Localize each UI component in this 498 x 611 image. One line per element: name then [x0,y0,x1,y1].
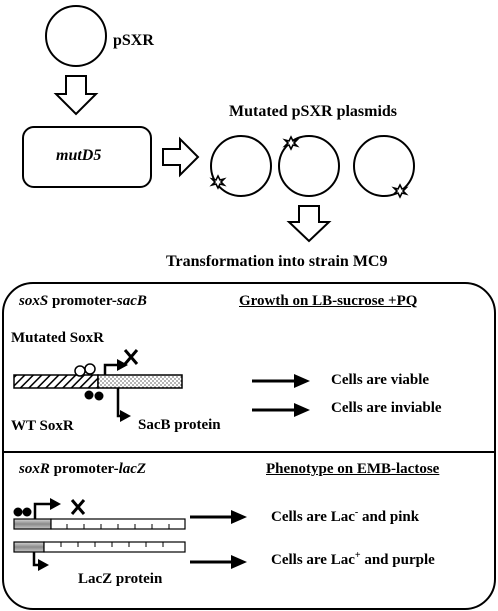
transformation-label: Transformation into strain MC9 [166,253,388,270]
outcome-lac-minus-sup: - [354,507,359,518]
soxr-dimer-lacz-b [22,507,32,517]
lacz-construct-2 [13,541,186,571]
lacz-assay-title: Phenotype on EMB-lactose [266,461,440,477]
outcome-lac-minus-b: and pink [358,509,420,525]
outcome-viable: Cells are viable [331,372,430,388]
results-panel [2,282,496,610]
outcome-lac-plus-b: and purple [360,552,435,568]
sacb-construct [13,349,183,422]
right-arrow-1 [162,136,200,178]
lacz-construct-1 [13,498,186,530]
lacz-gene-segment-2 [43,541,186,553]
promoter-word-lacz: promoter- [49,461,119,477]
down-arrow-2 [286,205,332,243]
mutation-mark-2 [282,135,300,151]
wt-soxr-dimer-a [84,390,94,400]
outcome-lac-plus: Cells are Lac+ and purple [271,550,435,568]
sacb-assay-title: Growth on LB-sucrose +PQ [239,293,418,309]
sacb-gene-segment [97,374,183,389]
promoter-arrow-lacz-1 [33,502,52,519]
outcome-lac-plus-a: Cells are Lac [271,552,355,568]
block-x-mark-lacz [70,499,86,515]
mutated-soxr-label: Mutated SoxR [11,330,104,346]
mutd5-box [22,126,152,188]
mutated-plasmid-1 [210,135,272,197]
outcome-lac-minus-a: Cells are Lac [271,509,355,525]
soxr-dimer-lacz-a [13,507,23,517]
block-x-mark [123,349,139,365]
wt-soxr-dimer-b [94,391,104,401]
wt-soxr-label: WT SoxR [11,418,74,434]
psxr-label: pSXR [113,32,154,49]
sacb-outcome-arrow-2 [252,403,310,417]
promoter-arrow-lacz-2 [32,552,39,567]
soxr-gene-segment [13,374,99,389]
mutd5-label: mutD5 [56,147,102,164]
lacz-outcome-arrow-2 [190,555,247,569]
outcome-lac-plus-sup: + [354,550,361,561]
down-arrow-1 [53,75,99,116]
mutated-plasmid-2 [278,135,340,197]
mutated-soxr-dimer-b [84,363,96,375]
soxr-promoter-segment-2 [13,541,45,553]
psxr-plasmid [45,5,107,67]
soxs-gene-name: soxS [19,293,49,309]
mutated-plasmid-3 [353,135,415,197]
lacz-protein-label: LacZ protein [78,571,163,587]
lacz-construct-title: soxR promoter-lacZ [19,462,146,477]
mutated-plasmids-label: Mutated pSXR plasmids [229,103,398,120]
lacz-gene-name: lacZ [118,461,147,477]
sacb-gene-name: sacB [116,293,147,309]
mutated-soxr-dimer-a [74,365,86,377]
promoter-arrow-up [103,363,119,375]
outcome-inviable: Cells are inviable [331,400,442,416]
sacb-outcome-arrow-1 [252,374,310,388]
soxr-gene-name: soxR [19,461,50,477]
outcome-lac-minus: Cells are Lac- and pink [271,507,420,525]
lacz-outcome-arrow-1 [190,510,247,524]
mutation-mark-1 [209,174,227,190]
promoter-word: promoter- [48,293,117,309]
mutation-mark-3 [391,183,409,199]
sacb-construct-title: soxS promoter-sacB [19,294,147,309]
soxr-promoter-segment [13,518,52,530]
sacb-protein-label: SacB protein [138,417,221,433]
